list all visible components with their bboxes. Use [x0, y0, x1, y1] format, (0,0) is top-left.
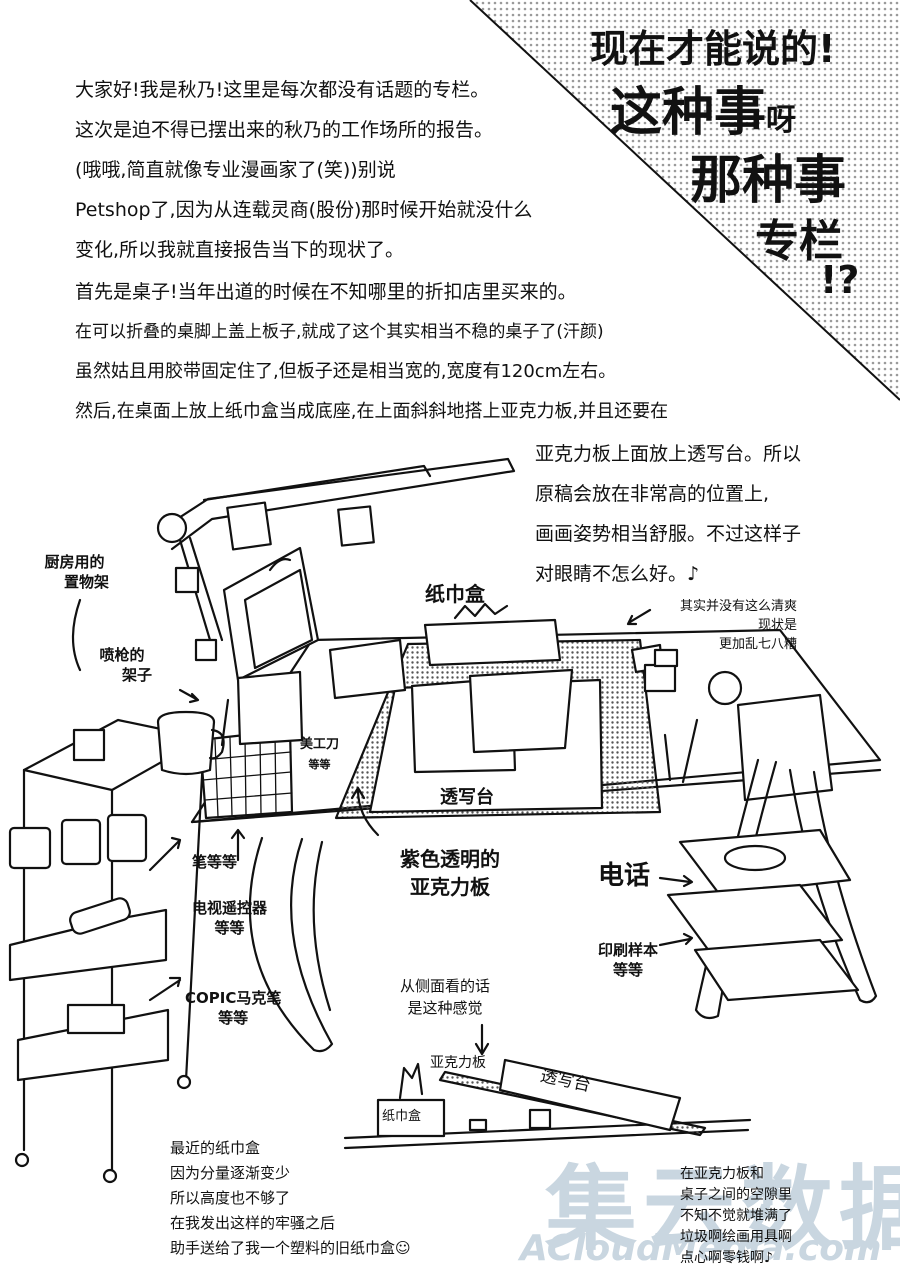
label-remote-1: 电视遥控器 — [192, 899, 268, 917]
note-br-5: 点心啊零钱啊♪ — [680, 1250, 773, 1266]
label-samples-2: 等等 — [613, 961, 644, 979]
label-tissue-box: 纸巾盒 — [425, 582, 485, 606]
label-not-tidy-3: 更加乱七八糟 — [719, 637, 798, 652]
label-samples-1: 印刷样本 — [598, 941, 659, 959]
note-bl-5: 助手送给了我一个塑料的旧纸巾盒☺ — [170, 1239, 411, 1257]
label-airbrush: 喷枪的 架子 — [92, 645, 153, 685]
label-pens: 笔等等 — [192, 853, 238, 871]
label-remote-2: 等等 — [214, 919, 245, 937]
label-remote: 电视遥控器 等等 — [192, 898, 267, 938]
header-line5: !? — [820, 258, 860, 302]
header-line3: 那种事 — [690, 151, 847, 211]
note-bl-2: 因为分量逐渐变少 — [170, 1164, 291, 1182]
note-bl-3: 所以高度也不够了 — [170, 1189, 291, 1207]
label-side-tissue: 纸巾盒 — [382, 1109, 422, 1124]
label-kitchen-rack-1: 厨房用的 — [44, 553, 105, 571]
side-lightbox — [498, 1058, 682, 1132]
label-copic-1: COPIC马克笔 — [185, 989, 282, 1007]
label-phone: 电话 — [598, 861, 651, 891]
intro-line-4: Petshop了,因为从连载灵商(股份)那时候开始就没什么 — [75, 199, 533, 221]
watermark-en: ACloudMedia.com — [520, 1228, 882, 1269]
note-bottom-right: 在亚克力板和 桌子之间的空隙里 不知不觉就堆满了 垃圾啊绘画用具啊 点心啊零钱啊… — [680, 1164, 792, 1269]
header-line2-main: 这种事 — [610, 83, 767, 143]
label-purple-2: 亚克力板 — [410, 875, 490, 899]
intro-right-1: 亚克力板上面放上透写台。所以 — [535, 443, 802, 465]
label-not-tidy-2: 现状是 — [758, 618, 798, 633]
label-airbrush-1: 喷枪的 — [99, 646, 145, 664]
label-kitchen-rack: 厨房用的 置物架 — [40, 552, 110, 592]
intro-line-2: 这次是迫不得已摆出来的秋乃的工作场所的报告。 — [75, 119, 494, 141]
label-side-1: 从侧面看的话 — [400, 977, 491, 995]
note-bl-1: 最近的纸巾盒 — [170, 1139, 261, 1157]
note-br-4: 垃圾啊绘画用具啊 — [680, 1229, 792, 1245]
label-not-tidy-1: 其实并没有这么清爽 — [680, 599, 798, 614]
header-line2: 这种事呀 — [610, 70, 796, 145]
label-kitchen-rack-2: 置物架 — [64, 573, 110, 591]
label-cutter-1: 美工刀 — [300, 737, 340, 752]
label-not-tidy: 其实并没有这么清爽 现状是 更加乱七八糟 — [680, 597, 797, 654]
intro-right-4: 对眼睛不怎么好。♪ — [535, 563, 700, 585]
intro-line-8: 虽然姑且用胶带固定住了,但板子还是相当宽的,宽度有120cm左右。 — [75, 361, 617, 382]
desk-tissue-box — [423, 618, 562, 667]
label-cutter: 美工刀 等等 — [300, 735, 339, 775]
intro-line-6: 首先是桌子!当年出道的时候在不知哪里的折扣店里买来的。 — [75, 281, 577, 303]
label-purple-1: 紫色透明的 — [400, 847, 500, 871]
note-br-1: 在亚克力板和 — [680, 1166, 764, 1182]
label-lightbox: 透写台 — [440, 787, 494, 808]
intro-line-7: 在可以折叠的桌脚上盖上板子,就成了这个其实相当不稳的桌子了(汗颜) — [75, 322, 604, 342]
intro-right-3: 画画姿势相当舒服。不过这样子 — [535, 523, 802, 545]
intro-right-2: 原稿会放在非常高的位置上, — [535, 483, 770, 505]
note-bottom-left: 最近的纸巾盒 因为分量逐渐变少 所以高度也不够了 在我发出这样的牢骚之后 助手送… — [170, 1136, 411, 1261]
intro-line-5: 变化,所以我就直接报告当下的现状了。 — [75, 239, 405, 261]
header-line2-suffix: 呀 — [766, 103, 797, 138]
header-line1: 现在才能说的! — [590, 27, 836, 71]
label-purple-acrylic: 紫色透明的 亚克力板 — [400, 845, 500, 901]
intro-line-9: 然后,在桌面上放上纸巾盒当成底座,在上面斜斜地搭上亚克力板,并且还要在 — [75, 401, 669, 422]
label-copic: COPIC马克笔 等等 — [185, 988, 281, 1028]
intro-line-3: (哦哦,简直就像专业漫画家了(笑))别说 — [75, 159, 396, 181]
label-side-view: 从侧面看的话 是这种感觉 — [400, 975, 490, 1019]
header-line4: 专栏 — [755, 216, 843, 267]
note-bl-4: 在我发出这样的牢骚之后 — [170, 1214, 336, 1232]
watermark-cn: 集云数据 — [545, 1156, 900, 1263]
label-side-acrylic: 亚克力板 — [430, 1055, 486, 1071]
label-airbrush-2: 架子 — [122, 666, 153, 684]
intro-line-1: 大家好!我是秋乃!这里是每次都没有话题的专栏。 — [75, 79, 490, 101]
label-side-2: 是这种感觉 — [407, 999, 483, 1017]
note-br-2: 桌子之间的空隙里 — [680, 1187, 792, 1203]
note-br-3: 不知不觉就堆满了 — [680, 1208, 792, 1224]
label-print-samples: 印刷样本 等等 — [598, 940, 658, 980]
label-copic-2: 等等 — [218, 1009, 249, 1027]
label-cutter-2: 等等 — [308, 758, 331, 771]
